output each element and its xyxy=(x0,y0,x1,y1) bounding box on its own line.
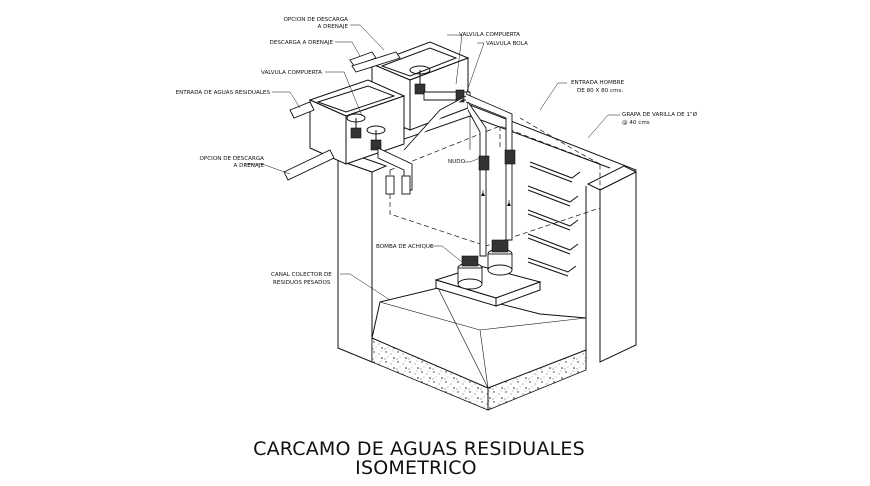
drawing-title: CARCAMO DE AGUAS RESIDUALES ISOMETRICO xyxy=(253,438,585,479)
label-valvula-compuerta-top: VALVULA COMPUERTA xyxy=(459,32,520,38)
label-grapa-2: @ 40 cms xyxy=(622,120,650,126)
label-canal-2: RESIDUOS PESADOS xyxy=(273,280,331,286)
right-wall xyxy=(599,171,637,363)
riser-pipes xyxy=(403,93,516,257)
label-canal-1: CANAL COLECTOR DE xyxy=(271,272,332,278)
label-entrada-hombre-1: ENTRADA HOMBRE xyxy=(571,80,625,86)
label-opcion-descarga-top-1: OPCION DE DESCARGA xyxy=(284,17,349,23)
manhole-opening xyxy=(389,117,601,247)
label-nudo: NUDO xyxy=(448,159,466,165)
label-opcion-descarga-top-2: A DRENAJE xyxy=(317,24,348,30)
label-entrada-hombre-2: DE 80 X 80 cms. xyxy=(577,88,623,94)
rebar-steps xyxy=(527,161,581,277)
label-valvula-bola: VALVULA BOLA xyxy=(486,41,528,47)
lower-valve-box xyxy=(283,79,413,195)
left-wall xyxy=(337,159,373,363)
label-bomba: BOMBA DE ACHIQUE xyxy=(376,244,434,250)
label-descarga-drenaje: DESCARGA A DRENAJE xyxy=(270,40,334,46)
label-grapa-1: GRAPA DE VARILLA DE 1"Ø xyxy=(622,111,698,118)
title-line-2: ISOMETRICO xyxy=(355,457,477,479)
label-opcion-descarga-left-1: OPCION DE DESCARGA xyxy=(200,156,265,162)
callout-labels: OPCION DE DESCARGA A DRENAJE DESCARGA A … xyxy=(176,17,698,286)
title-line-1: CARCAMO DE AGUAS RESIDUALES xyxy=(253,438,585,460)
pumps xyxy=(457,239,513,290)
label-valvula-compuerta-left: VALVULA COMPUERTA xyxy=(261,70,322,76)
leaders xyxy=(245,24,620,301)
label-entrada-aguas: ENTRADA DE AGUAS RESIDUALES xyxy=(176,90,271,96)
label-opcion-descarga-left-2: A DRENAJE xyxy=(233,163,264,169)
